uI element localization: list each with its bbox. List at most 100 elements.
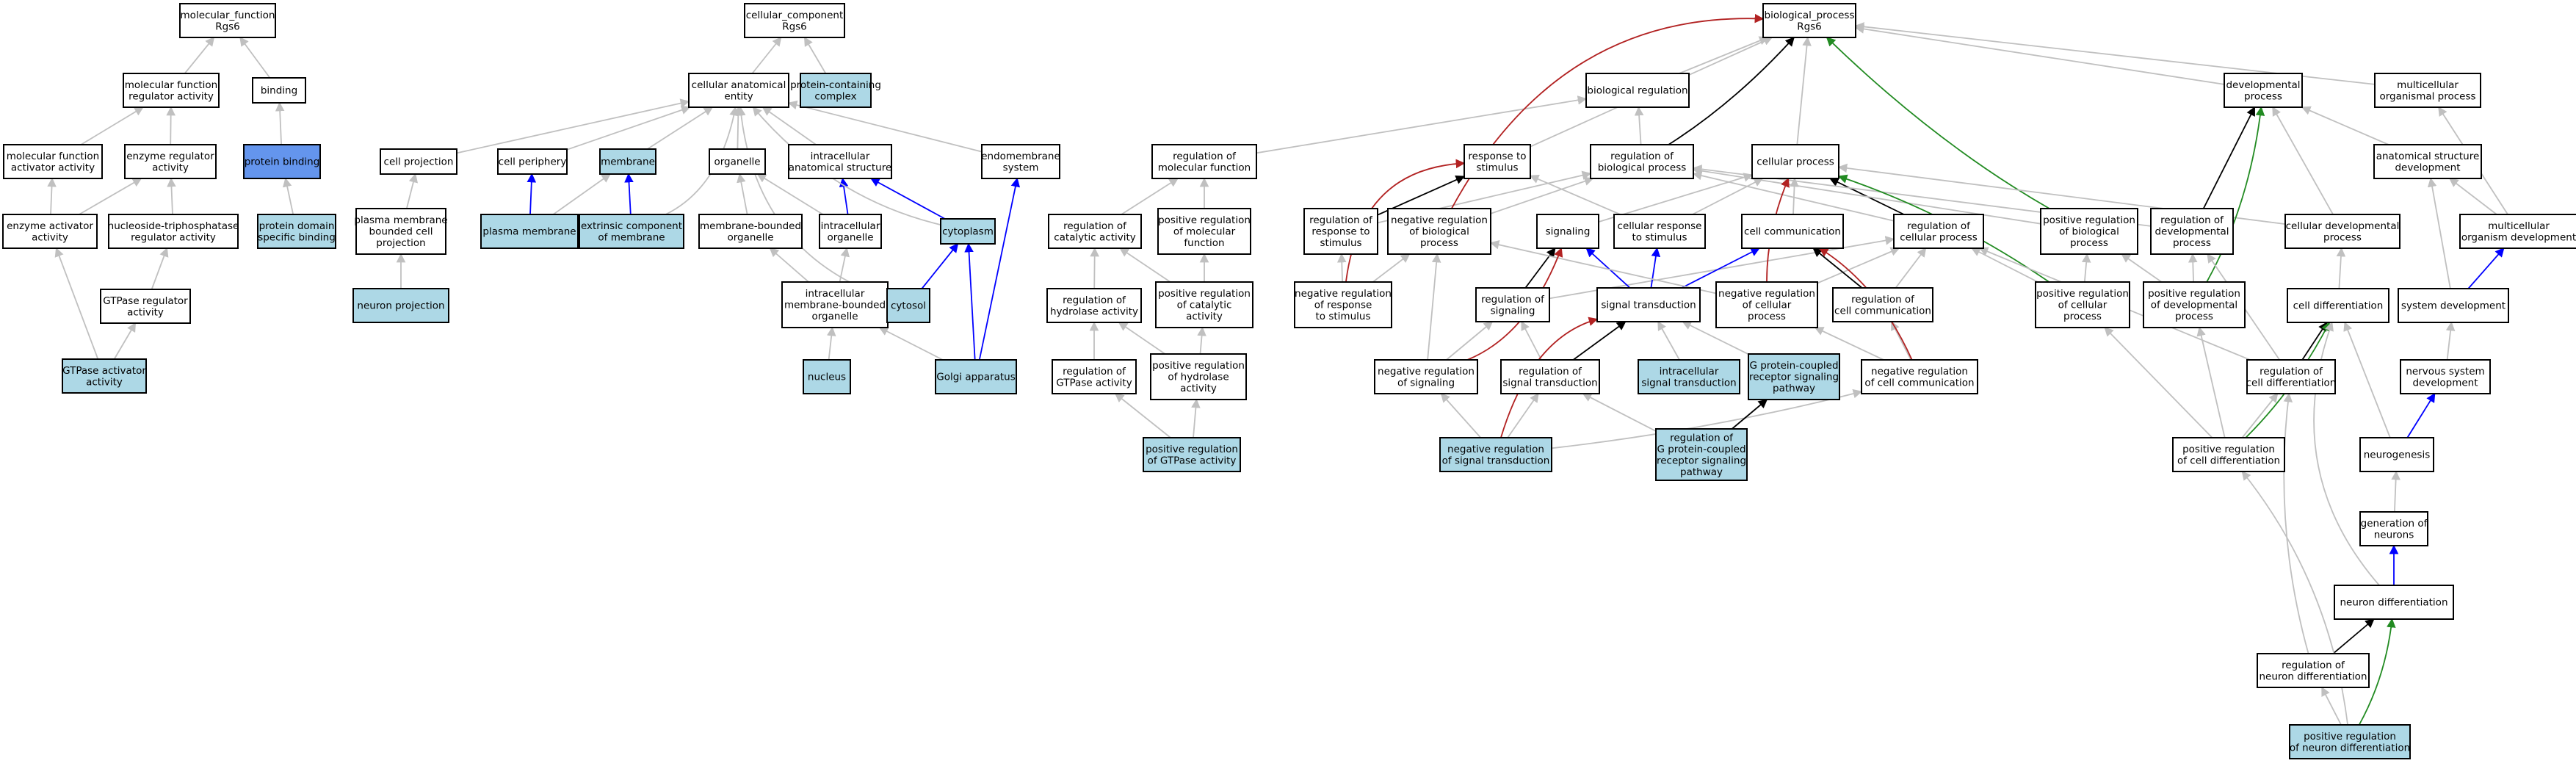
go-node-breg[interactable]: biological regulation xyxy=(1585,73,1690,108)
edge-prga-to-prha xyxy=(1191,398,1201,438)
go-node-cytosol[interactable]: cytosol xyxy=(886,288,930,323)
node-label-line: to stimulus xyxy=(1632,231,1687,243)
node-box xyxy=(1590,144,1694,179)
go-node-cperi[interactable]: cell periphery xyxy=(497,148,568,175)
go-node-binding[interactable]: binding xyxy=(252,77,306,104)
node-label-line: process xyxy=(1420,237,1458,249)
go-node-cyto[interactable]: cytoplasm xyxy=(940,218,996,245)
node-label-line: catalytic activity xyxy=(1054,231,1136,243)
go-node-np[interactable]: neuron projection xyxy=(352,288,449,323)
go-node-ccomm[interactable]: cell communication xyxy=(1741,214,1844,249)
go-node-sysdev[interactable]: system development xyxy=(2398,288,2509,323)
go-node-nd[interactable]: neuron differentiation xyxy=(2334,585,2454,620)
go-node-organelle[interactable]: organelle xyxy=(709,148,766,175)
edge-cproj-to-cae xyxy=(456,98,690,154)
node-label-line: of cellular xyxy=(1743,300,1792,311)
go-node-cp[interactable]: cellular process xyxy=(1751,144,1839,179)
go-node-pb[interactable]: protein binding xyxy=(243,144,321,179)
node-label-line: plasma membrane xyxy=(482,226,576,238)
edge-rgpcr-to-gpcr xyxy=(1732,399,1768,430)
go-node-memb[interactable]: membrane xyxy=(599,148,656,175)
go-node-nucleus[interactable]: nucleus xyxy=(803,359,851,394)
node-box xyxy=(252,77,306,104)
go-node-sig[interactable]: signaling xyxy=(1536,214,1599,249)
go-node-neurogen[interactable]: neurogenesis xyxy=(2359,437,2434,472)
node-box xyxy=(2,214,98,249)
go-node-golgi[interactable]: Golgi apparatus xyxy=(935,359,1017,394)
go-node-cproj[interactable]: cell projection xyxy=(380,148,457,175)
go-node-cdiff[interactable]: cell differentiation xyxy=(2287,288,2389,323)
go-node-st[interactable]: signal transduction xyxy=(1596,287,1701,322)
node-label-line: regulation of xyxy=(2282,660,2345,671)
node-box xyxy=(480,214,579,249)
edge-rcc-to-rcp xyxy=(1895,247,1927,289)
node-box xyxy=(1294,281,1392,328)
go-node-pm[interactable]: plasma membrane xyxy=(480,214,579,249)
node-box xyxy=(1748,353,1840,400)
edge-memb-to-cae xyxy=(647,106,714,150)
node-box xyxy=(1374,359,1478,394)
edge-mfaa-to-mfra xyxy=(80,106,144,145)
